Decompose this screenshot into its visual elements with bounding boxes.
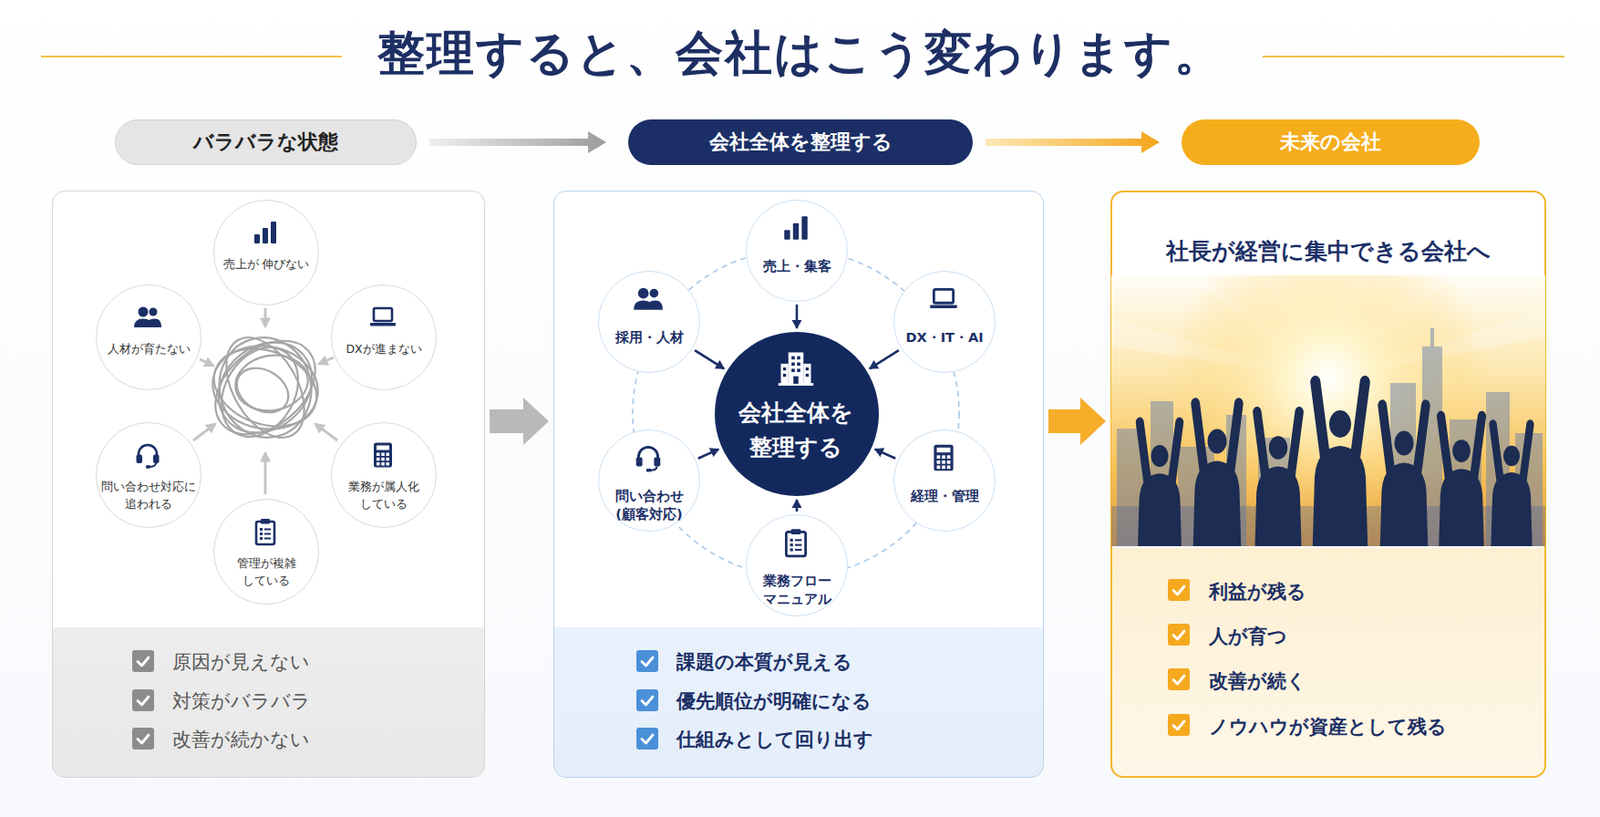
check-item: 改善が続かない xyxy=(172,725,310,754)
topic-circle: DXが進まない xyxy=(330,284,437,391)
circle-label: 業務フロー マニュアル xyxy=(751,571,843,609)
circle-label: 会社全体を 整理する xyxy=(723,395,868,465)
circle-label: 問い合わせ対応に 追われる xyxy=(99,477,198,513)
check-item: 優先順位が明確になる xyxy=(676,687,872,715)
stage-panel: 原因が見えない対策がバラバラ改善が続かない 売上が 伸びない DXが進まない業務が属… xyxy=(51,190,486,778)
circle-label: 売上が 伸びない xyxy=(216,255,316,273)
stage-pill: バラバラな状態 xyxy=(114,119,417,166)
circle-label: 問い合わせ (顧客対応) xyxy=(603,486,695,524)
flow-arrow xyxy=(489,397,549,445)
circle-label: 採用・人材 xyxy=(603,328,695,347)
circle-label: DX・IT・AI xyxy=(898,328,991,347)
topic-circle: 人材が育たない xyxy=(95,284,202,391)
topic-circle: DX・IT・AI xyxy=(893,270,996,373)
stage-pill: 会社全体を整理する xyxy=(628,119,973,166)
title: 整理すると、会社はこう変わります。 xyxy=(0,20,1600,86)
topic-circle: 業務フロー マニュアル xyxy=(745,514,848,617)
flow-arrow xyxy=(429,131,607,154)
check-item: ノウハウが資産として残る xyxy=(1208,712,1447,741)
circle-label: 売上・集客 xyxy=(751,257,843,276)
topic-circle: 経理・管理 xyxy=(893,429,996,532)
topic-circle: 売上が 伸びない xyxy=(213,199,320,306)
circle-label: 業務が属人化 している xyxy=(334,477,434,513)
stage-panel: 課題の本質が見える優先順位が明確になる仕組みとして回り出す 売上・集客 DX・IT・… xyxy=(553,190,1044,778)
circle-label: 人材が育たない xyxy=(99,340,198,358)
circle-label: 経理・管理 xyxy=(898,486,991,506)
title-rule xyxy=(1262,55,1565,58)
check-item: 対策がバラバラ xyxy=(172,687,311,715)
topic-circle: 問い合わせ (顧客対応) xyxy=(598,429,701,532)
pill-label: 未来の会社 xyxy=(1280,128,1382,156)
flow-arrow xyxy=(985,131,1160,154)
check-item: 課題の本質が見える xyxy=(676,648,853,676)
topic-circle: 問い合わせ対応に 追われる xyxy=(95,422,202,528)
circle-label: DXが進まない xyxy=(334,340,434,358)
check-item: 仕組みとして回り出す xyxy=(676,725,874,754)
check-item: 利益が残る xyxy=(1208,578,1307,606)
title-rule xyxy=(41,55,342,58)
topic-circle: 売上・集客 xyxy=(745,199,848,302)
stage-panel: 社長が経営に集中できる会社へ利益が残る人が育つ改善が続くノウハウが資産として残る xyxy=(1110,190,1547,778)
panel-heading: 社長が経営に集中できる会社へ xyxy=(1112,236,1545,268)
check-item: 原因が見えない xyxy=(172,648,310,676)
circle-label: 管理が複雑 している xyxy=(216,554,316,589)
pill-label: バラバラな状態 xyxy=(193,128,339,156)
stage-pill: 未来の会社 xyxy=(1181,119,1480,166)
topic-circle: 採用・人材 xyxy=(598,270,701,373)
flow-arrow xyxy=(1048,397,1106,445)
pill-label: 会社全体を整理する xyxy=(709,128,893,156)
hub-circle: 会社全体を 整理する xyxy=(714,331,879,496)
check-item: 改善が続く xyxy=(1208,667,1307,695)
topic-circle: 業務が属人化 している xyxy=(330,422,437,528)
check-item: 人が育つ xyxy=(1208,622,1288,651)
topic-circle: 管理が複雑 している xyxy=(213,498,320,605)
